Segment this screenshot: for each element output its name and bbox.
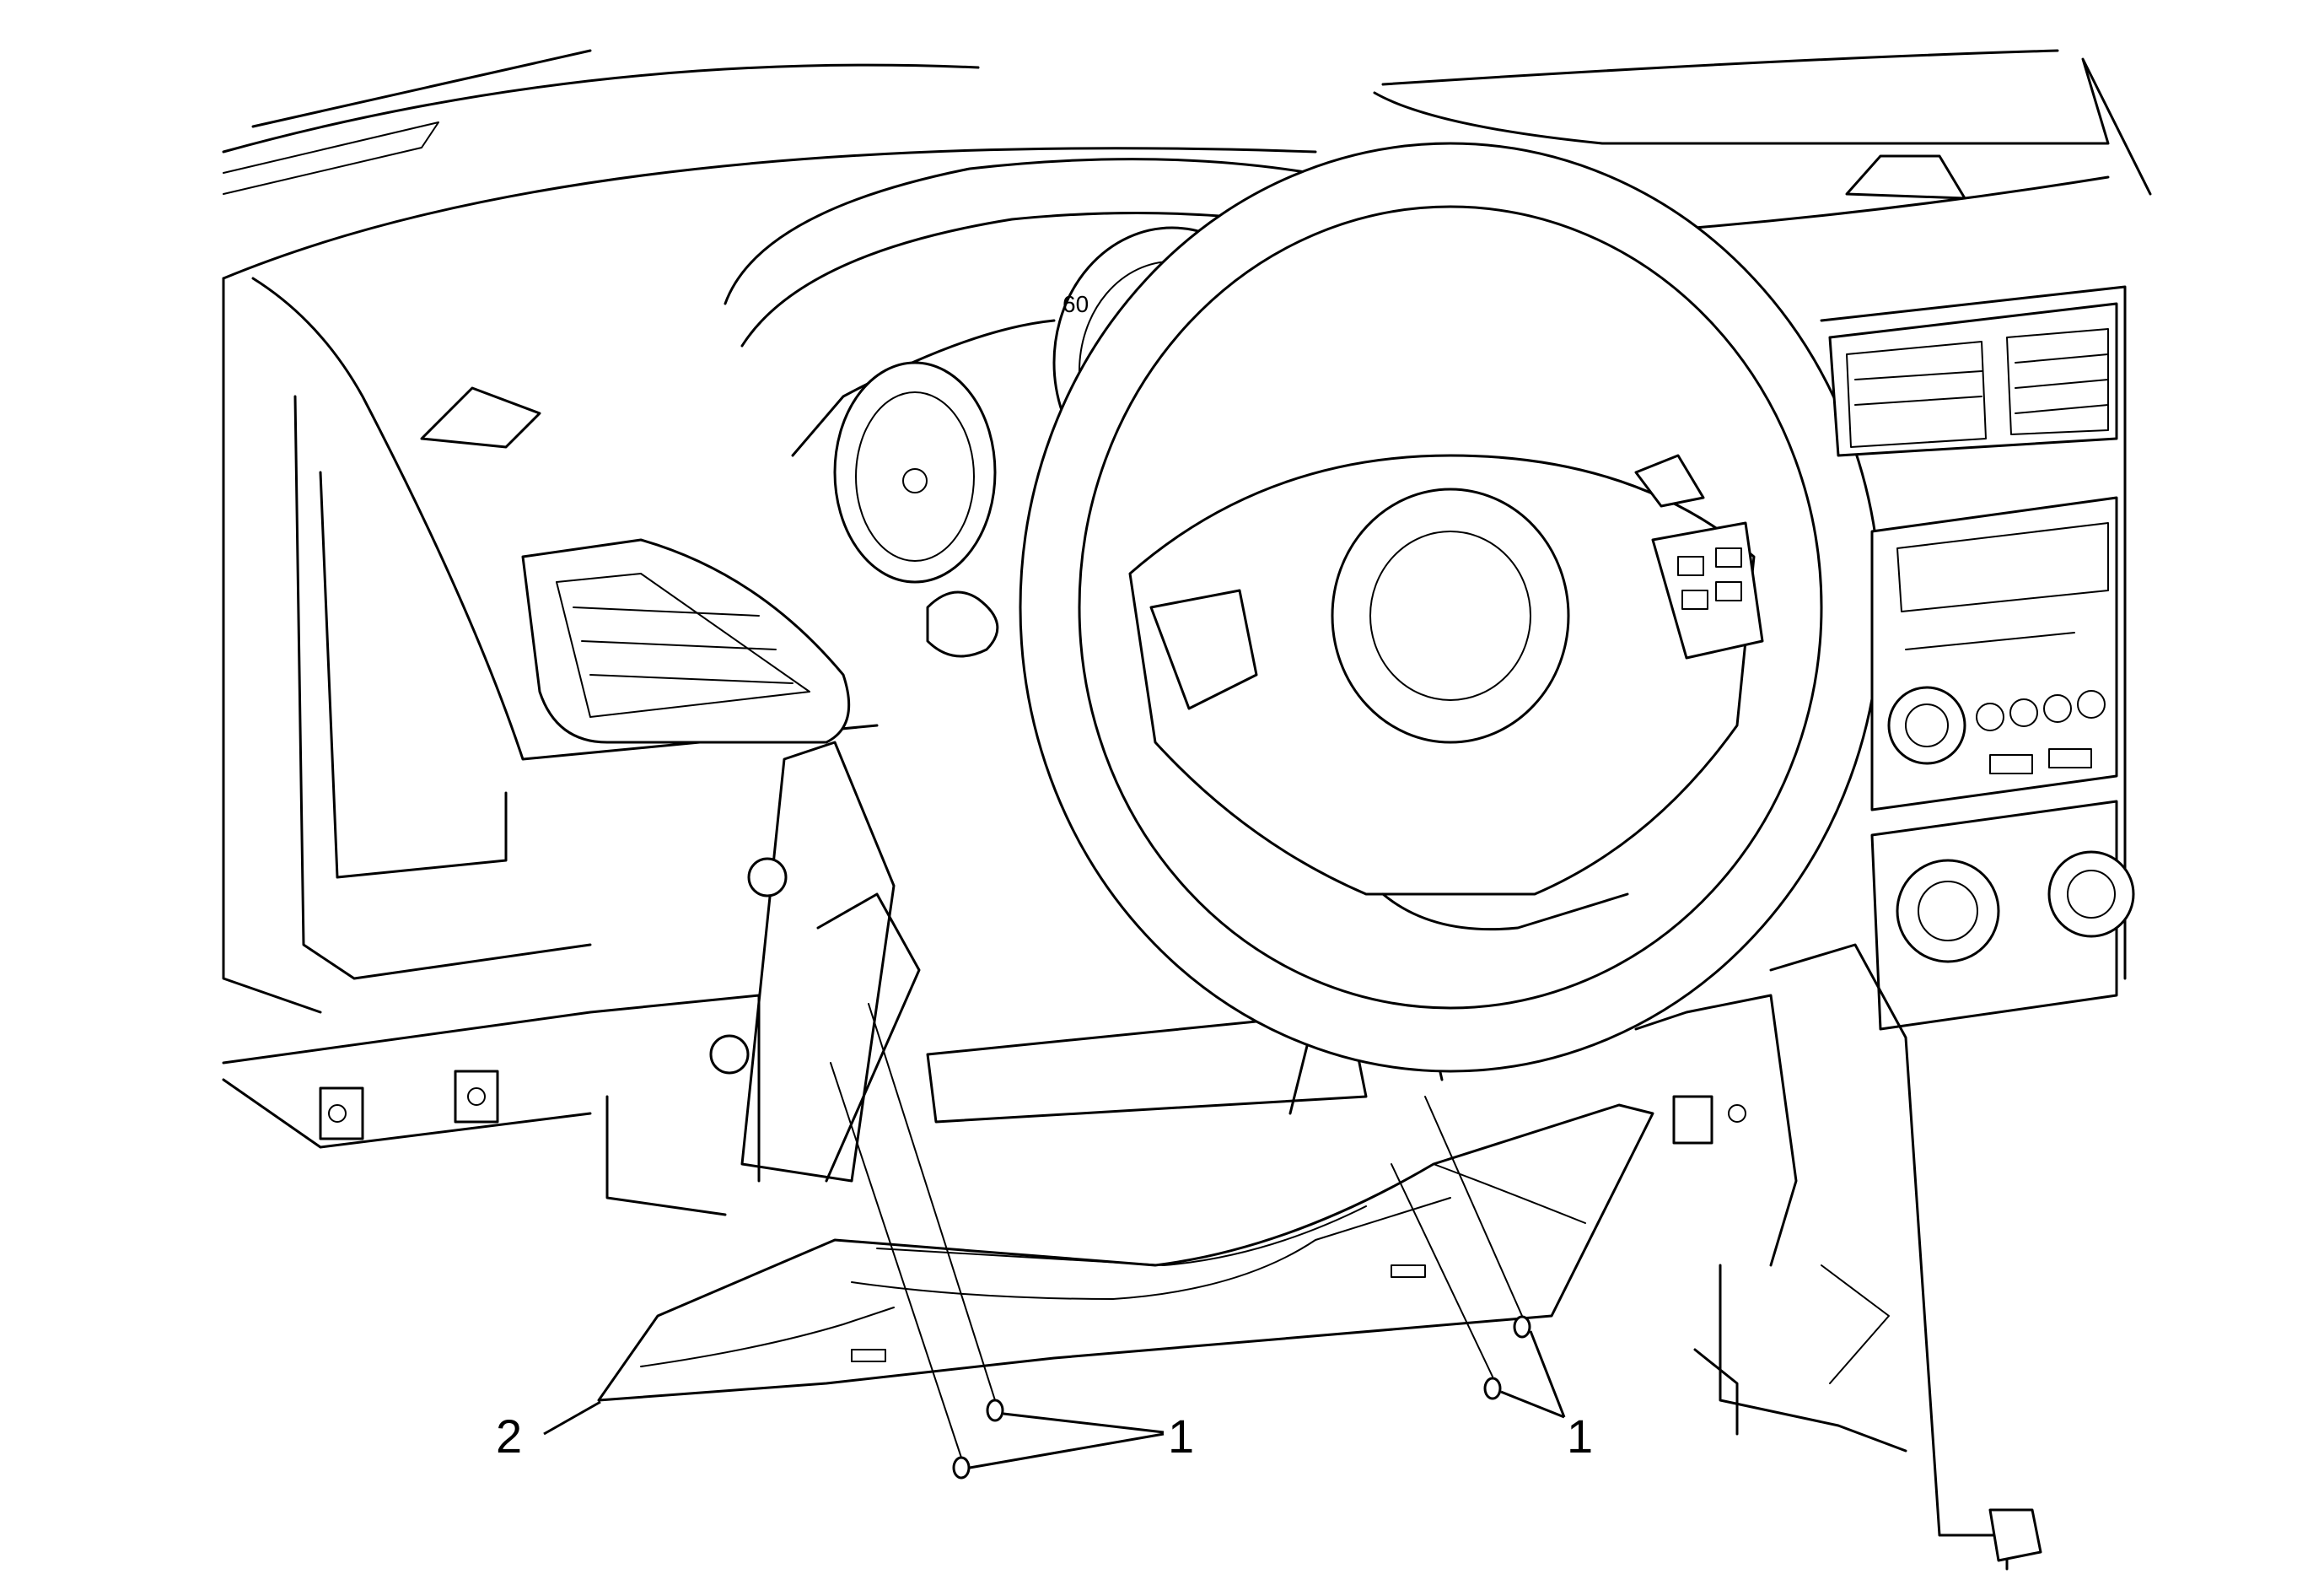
bracket-connector	[1988, 1508, 2042, 1562]
left-dash-side	[222, 277, 879, 1014]
left-clip-1	[319, 1086, 364, 1140]
cruise-stalk	[1634, 454, 1705, 508]
left-wheel-controls	[1149, 589, 1258, 710]
left-center-air-vent	[521, 538, 851, 744]
right-mounting-bracket	[1634, 943, 2042, 1571]
leader-lines	[543, 1330, 1566, 1469]
tachometer-gauge	[833, 361, 997, 584]
center-stack	[1820, 285, 2135, 1031]
dash-top-pad	[222, 49, 2152, 280]
callout-1-right: 1	[1567, 1410, 1593, 1463]
defrost-vent	[1845, 154, 1966, 200]
radio-head-unit	[1870, 496, 2118, 811]
radio-volume-knob	[1887, 686, 1966, 765]
knee-bolster-panel	[597, 1103, 1654, 1402]
climate-knob-left	[1896, 859, 2000, 963]
steering-wheel	[926, 142, 1882, 1073]
steering-column-brackets	[709, 741, 1444, 1183]
fastener-left-lower	[952, 1456, 971, 1480]
fastener-right-upper	[1513, 1315, 1531, 1339]
gauge-mark-60: 60	[1062, 291, 1089, 317]
callout-2: 2	[496, 1410, 522, 1463]
airbag-cover	[1331, 488, 1570, 744]
left-mounting-bracket	[222, 395, 761, 1216]
callout-1-left: 1	[1168, 1410, 1194, 1463]
center-air-vents	[1828, 302, 2118, 457]
side-window-vent	[420, 386, 541, 449]
fastener-right-lower	[1483, 1377, 1502, 1400]
climate-knob-right	[2047, 850, 2135, 938]
left-clip-2	[454, 1070, 499, 1124]
fastener-left-upper	[986, 1399, 1004, 1422]
fasteners	[830, 1003, 1531, 1480]
right-clip	[1672, 1095, 1713, 1145]
turn-signal-stalk	[926, 590, 999, 658]
callout-labels: 1 1 2	[496, 1410, 1593, 1463]
